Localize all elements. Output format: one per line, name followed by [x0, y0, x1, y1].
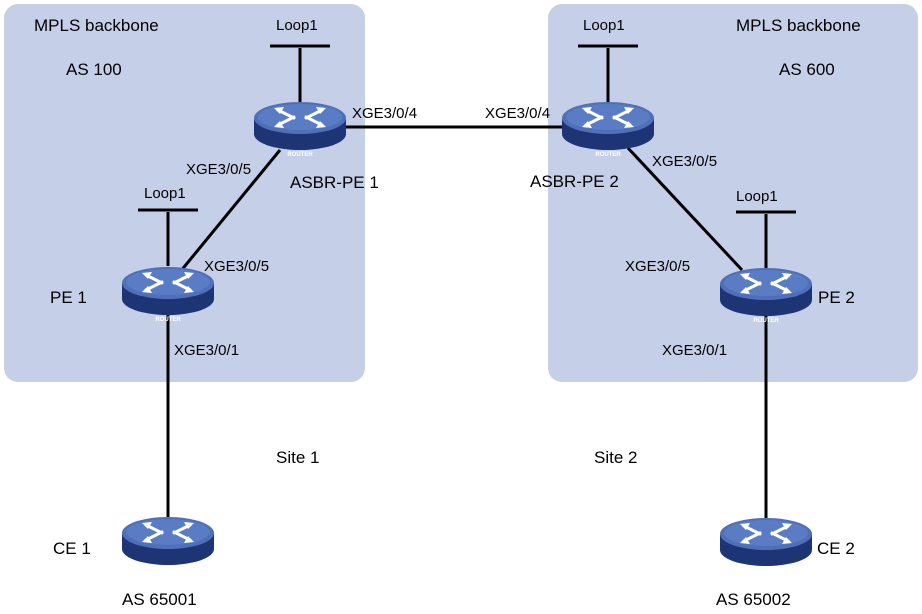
router-icon: [120, 265, 216, 317]
loop-label-pe1: Loop1: [144, 185, 186, 202]
iface-asbr2-to-asbr1: XGE3/0/4: [485, 105, 550, 122]
router-ce2[interactable]: ROUTER: [718, 516, 814, 574]
router-icon: [560, 100, 656, 152]
link-asbr2-pe2: [626, 146, 744, 272]
router-name-asbr2: ASBR-PE 2: [530, 172, 619, 191]
iface-asbr2-to-pe2: XGE3/0/5: [652, 153, 717, 170]
iface-pe1-to-ce1: XGE3/0/1: [174, 342, 239, 359]
router-name-asbr1: ASBR-PE 1: [290, 173, 379, 192]
router-icon: [718, 266, 814, 318]
iface-asbr1-to-asbr2: XGE3/0/4: [352, 105, 417, 122]
iface-pe1-to-asbr1: XGE3/0/5: [204, 258, 269, 275]
router-ce1[interactable]: ROUTER: [120, 515, 216, 573]
router-icon: [718, 516, 814, 568]
router-name-pe1: PE 1: [50, 288, 87, 307]
region-right-as: AS 600: [779, 60, 835, 79]
region-right-mpls-backbone: [548, 4, 918, 382]
router-badge: ROUTER: [155, 567, 181, 573]
region-left-mpls-backbone: [4, 4, 365, 382]
as-label-ce1: AS 65001: [122, 590, 197, 609]
site-label-1: Site 1: [276, 448, 319, 467]
router-badge: ROUTER: [155, 317, 181, 323]
router-badge: ROUTER: [595, 152, 621, 158]
region-left-title: MPLS backbone: [34, 16, 159, 35]
router-badge: ROUTER: [753, 318, 779, 324]
site-label-2: Site 2: [594, 448, 637, 467]
loop-label-asbr2: Loop1: [583, 17, 625, 34]
router-icon: [252, 100, 348, 152]
router-asbr-pe2[interactable]: ROUTER: [560, 100, 656, 158]
router-asbr-pe1[interactable]: ROUTER: [252, 100, 348, 158]
router-badge: ROUTER: [287, 152, 313, 158]
iface-pe2-to-ce2: XGE3/0/1: [662, 342, 727, 359]
region-right-title: MPLS backbone: [736, 16, 861, 35]
iface-pe2-to-asbr2: XGE3/0/5: [625, 258, 690, 275]
loop-label-pe2: Loop1: [736, 188, 778, 205]
loop-label-asbr1: Loop1: [276, 17, 318, 34]
router-name-pe2: PE 2: [818, 288, 855, 307]
link-asbr1-pe1: [178, 149, 282, 273]
router-name-ce2: CE 2: [817, 539, 855, 558]
router-pe2[interactable]: ROUTER: [718, 266, 814, 324]
router-name-ce1: CE 1: [53, 539, 91, 558]
region-left-as: AS 100: [66, 60, 122, 79]
router-pe1[interactable]: ROUTER: [120, 265, 216, 323]
router-badge: ROUTER: [753, 568, 779, 574]
iface-asbr1-to-pe1: XGE3/0/5: [186, 161, 251, 178]
router-icon: [120, 515, 216, 567]
links: [138, 44, 796, 518]
as-label-ce2: AS 65002: [716, 590, 791, 609]
